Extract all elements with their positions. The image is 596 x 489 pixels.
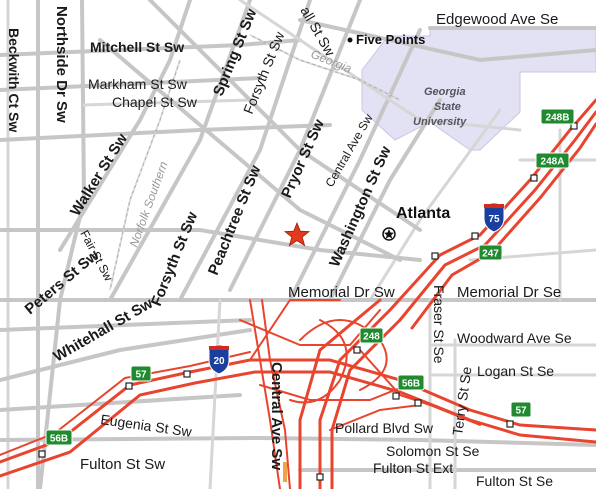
street-label-chapel: Chapel St Sw [112,94,198,110]
street-label-markham: Markham St Sw [88,76,188,92]
exit-sign-56b-left: 56B [45,429,73,446]
railroad-lines [109,34,401,291]
five-points-marker[interactable]: Five Points [347,32,426,47]
street-label-beckwith: Beckwith Ct Sw [6,28,22,132]
svg-text:56B: 56B [50,434,68,445]
street-label-edgewood: Edgewood Ave Se [436,11,558,28]
svg-text:56B: 56B [402,379,420,390]
interstate-shield-icon [208,344,230,375]
campus-label-line2: State [434,101,461,113]
street-label-memorial-sw: Memorial Dr Sw [288,284,395,301]
exit-sign-57-right: 57 [510,401,532,418]
street-label-fulton-sw: Fulton St Sw [80,456,165,473]
location-marker-star-icon[interactable] [283,221,311,247]
interstate-shield-icon [483,202,505,233]
street-label-memorial-se: Memorial Dr Se [457,284,561,301]
i75-shield: 75 [483,202,505,233]
interchange-nodes [38,122,578,481]
street-label-central-bottom: Central Ave Sw [268,362,285,470]
exit-signs: 248B 248A 247 248 56B 57 57 56B [45,108,575,446]
place-label-five-points: Five Points [356,32,425,47]
i20-shield: 20 [208,344,230,375]
street-label-northside: Northside Dr Sw [53,6,70,123]
exit-sign-248a: 248A [535,152,570,169]
five-points-dot-icon [347,37,353,43]
exit-sign-56b-right: 56B [397,374,425,391]
street-label-logan: Logan St Se [477,363,554,379]
place-label-atlanta: Atlanta [396,205,450,222]
street-label-pollard: Pollard Blvd Sw [335,420,434,436]
i20-shield-number: 20 [213,356,225,367]
street-label-solomon: Solomon St Se [386,443,480,459]
atlanta-city-marker[interactable]: Atlanta [382,205,450,241]
exit-sign-247: 247 [478,244,503,261]
svg-text:247: 247 [482,249,499,260]
exit-sign-248b: 248B [540,108,575,125]
svg-text:248B: 248B [546,113,570,124]
svg-text:57: 57 [515,406,527,417]
exit-sign-57-left: 57 [130,365,152,382]
campus-label-line3: University [413,116,467,128]
svg-text:248: 248 [363,332,380,343]
svg-text:248A: 248A [541,157,565,168]
street-label-fraser: Fraser St Se [431,285,447,364]
i75-shield-number: 75 [488,214,500,225]
exit-sign-248: 248 [359,327,384,344]
street-label-woodward: Woodward Ave Se [457,330,572,346]
street-label-fulton-ext: Fulton St Ext [373,460,453,476]
campus-label-line1: Georgia [424,86,466,98]
street-label-fulton-se: Fulton St Se [476,473,553,489]
city-star-icon [384,229,394,239]
street-label-mitchell: Mitchell St Sw [90,39,184,55]
road-accent [283,462,287,482]
svg-text:57: 57 [135,370,147,381]
campus-label: Georgia State University [413,86,467,128]
